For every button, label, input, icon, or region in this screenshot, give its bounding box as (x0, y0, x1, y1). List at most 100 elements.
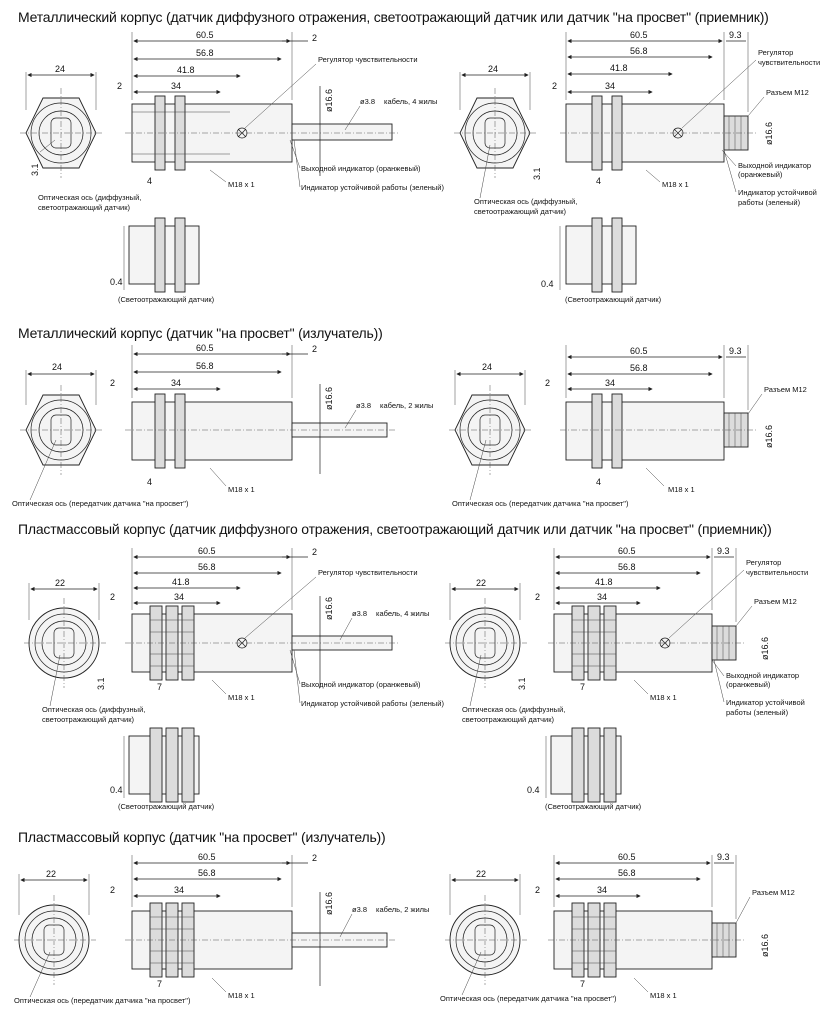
drawing-plastic-receiver-connector: 22 3.1 Оптическая ось (диффузный, светоо… (445, 546, 808, 811)
out-indicator-label: Выходной индикатор (726, 671, 799, 680)
dim-56-8: 56.8 (618, 562, 636, 572)
dim-dia-16-6: ø16.6 (324, 892, 334, 915)
thread-label: M18 x 1 (228, 991, 255, 1000)
cable-label: кабель, 2 жилы (380, 401, 433, 410)
dim-3-1: 3.1 (30, 163, 40, 176)
connector-label: Разъем M12 (766, 88, 809, 97)
thread-label: M18 x 1 (650, 991, 677, 1000)
dim-0-4: 0.4 (527, 785, 540, 795)
dim-24: 24 (52, 362, 62, 372)
opt-axis-label-2: светоотражающий датчик) (38, 203, 131, 212)
dim-2-right: 2 (312, 853, 317, 863)
dim-41-8: 41.8 (172, 577, 190, 587)
drawing-plastic-emitter-cable: 22 Оптическая ось (передатчик датчика "н… (14, 852, 429, 1005)
dim-22: 22 (476, 869, 486, 879)
dim-2-right: 2 (312, 33, 317, 43)
opt-axis-label: Оптическая ось (передатчик датчика "на п… (440, 994, 617, 1003)
regulator-label-2: чувствительности (746, 568, 808, 577)
dim-7: 7 (580, 979, 585, 989)
dim-2-right: 2 (312, 547, 317, 557)
drawing-plastic-emitter-connector: 22 Оптическая ось (передатчик датчика "н… (440, 852, 795, 1003)
dim-60-5: 60.5 (630, 30, 648, 40)
regulator-label: Регулятор чувствительности (318, 55, 418, 64)
dim-56-8: 56.8 (196, 361, 214, 371)
dim-3-1: 3.1 (517, 677, 527, 690)
retro-label: (Светоотражающий датчик) (545, 802, 642, 811)
dim-41-8: 41.8 (177, 65, 195, 75)
dim-4: 4 (147, 176, 152, 186)
dim-dia-16-6: ø16.6 (760, 934, 770, 957)
dim-4: 4 (596, 477, 601, 487)
dim-56-8: 56.8 (198, 868, 216, 878)
opt-axis-label-2: светоотражающий датчик) (474, 207, 567, 216)
opt-axis-label: Оптическая ось (диффузный, (38, 193, 141, 202)
dim-60-5: 60.5 (198, 546, 216, 556)
thread-label: M18 x 1 (228, 693, 255, 702)
dim-9-3: 9.3 (729, 346, 742, 356)
dim-2: 2 (110, 378, 115, 388)
dim-dia-16-6: ø16.6 (764, 425, 774, 448)
drawing-metal-receiver-connector: 24 3.1 Оптическая ось (диффузный, светоо… (454, 30, 820, 304)
dim-22: 22 (55, 578, 65, 588)
dim-34: 34 (174, 592, 184, 602)
dim-0-4: 0.4 (110, 785, 123, 795)
dim-2: 2 (535, 885, 540, 895)
dim-24: 24 (488, 64, 498, 74)
dim-56-8: 56.8 (196, 48, 214, 58)
dim-60-5: 60.5 (196, 30, 214, 40)
drawing-plastic-receiver-cable: 22 3.1 Оптическая ось (диффузный, светоо… (24, 546, 444, 811)
out-indicator-label: Выходной индикатор (оранжевый) (301, 680, 421, 689)
dim-3-1: 3.1 (532, 167, 542, 180)
dim-34: 34 (605, 378, 615, 388)
cable-dia: ø3.8 (360, 97, 375, 106)
dim-9-3: 9.3 (717, 852, 730, 862)
dim-24: 24 (482, 362, 492, 372)
opt-axis-label-2: светоотражающий датчик) (462, 715, 555, 724)
dim-9-3: 9.3 (729, 30, 742, 40)
connector-label: Разъем M12 (752, 888, 795, 897)
retro-side-view (123, 217, 200, 293)
dim-56-8: 56.8 (618, 868, 636, 878)
retro-label: (Светоотражающий датчик) (118, 802, 215, 811)
dim-34: 34 (171, 378, 181, 388)
section-title-metal-emitter: Металлический корпус (датчик "на просвет… (18, 325, 383, 341)
thread-label: M18 x 1 (650, 693, 677, 702)
opt-axis-label: Оптическая ось (диффузный, (462, 705, 565, 714)
dim-60-5: 60.5 (618, 852, 636, 862)
opt-axis-label: Оптическая ось (передатчик датчика "на п… (14, 996, 191, 1005)
thread-label: M18 x 1 (228, 485, 255, 494)
dim-2: 2 (545, 378, 550, 388)
dim-dia-16-6: ø16.6 (324, 89, 334, 112)
dim-dia-16-6: ø16.6 (324, 387, 334, 410)
thread-label: M18 x 1 (668, 485, 695, 494)
dim-41-8: 41.8 (595, 577, 613, 587)
dim-34: 34 (171, 81, 181, 91)
dim-0-4: 0.4 (541, 279, 554, 289)
dim-60-5: 60.5 (630, 346, 648, 356)
opt-axis-label: Оптическая ось (передатчик датчика "на п… (452, 499, 629, 508)
stab-indicator-label-2: работы (зеленый) (726, 708, 789, 717)
dim-7: 7 (157, 979, 162, 989)
thread-label: M18 x 1 (228, 180, 255, 189)
regulator-label: Регулятор чувствительности (318, 568, 418, 577)
dim-24: 24 (55, 64, 65, 74)
cable-dia: ø3.8 (352, 905, 367, 914)
stab-indicator-label: Индикатор устойчивой (726, 698, 805, 707)
dim-22: 22 (476, 578, 486, 588)
stab-indicator-label: Индикатор устойчивой работы (зеленый) (301, 183, 444, 192)
cable-label: кабель, 4 жилы (376, 609, 429, 618)
drawing-metal-emitter-connector: 24 Оптическая ось (передатчик датчика "н… (449, 345, 807, 508)
cable-label: кабель, 4 жилы (384, 97, 437, 106)
regulator-label: Регулятор (758, 48, 793, 57)
dim-7: 7 (580, 682, 585, 692)
section-title-plastic-emitter: Пластмассовый корпус (датчик "на просвет… (18, 829, 386, 845)
dim-4: 4 (596, 176, 601, 186)
section-title-plastic-receiver: Пластмассовый корпус (датчик диффузного … (18, 521, 772, 537)
dim-41-8: 41.8 (610, 63, 628, 73)
out-indicator-label-2: (оранжевый) (726, 680, 771, 689)
out-indicator-label-2: (оранжевый) (738, 170, 783, 179)
dim-34: 34 (597, 885, 607, 895)
stab-indicator-label-2: работы (зеленый) (738, 198, 801, 207)
dim-dia-16-6: ø16.6 (324, 597, 334, 620)
